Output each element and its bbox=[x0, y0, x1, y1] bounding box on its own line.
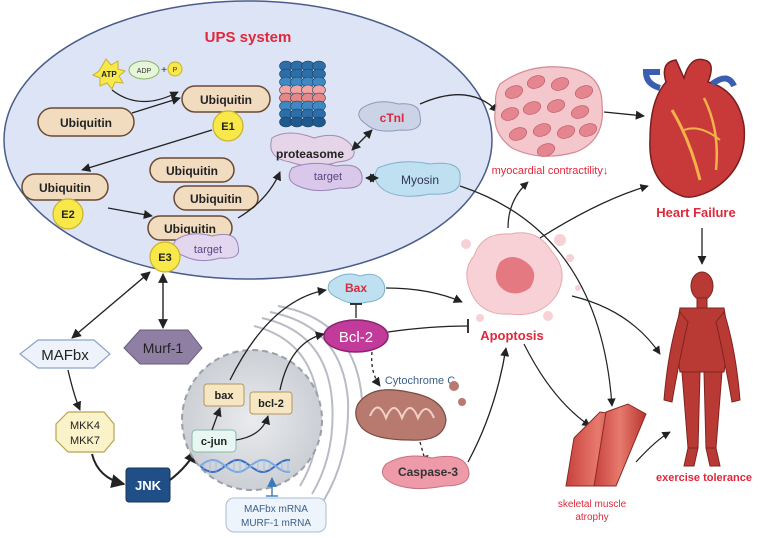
target-proteasome: target bbox=[288, 162, 363, 192]
svg-text:MKK7: MKK7 bbox=[70, 435, 100, 447]
skeletal-to-human-arrow bbox=[635, 431, 671, 463]
svg-text:Caspase-3: Caspase-3 bbox=[398, 465, 458, 479]
ctni-proteasome-arrow bbox=[351, 129, 373, 151]
apoptosis-to-skeletal-arrow bbox=[523, 343, 591, 427]
plus-sign: + bbox=[161, 65, 167, 76]
bcl2-apoptosis-inhibition bbox=[387, 319, 469, 333]
cjun-to-bcl2-arrow bbox=[235, 415, 270, 441]
myocardium-to-heart-arrow bbox=[603, 110, 645, 120]
svg-text:Ubiquitin: Ubiquitin bbox=[200, 93, 252, 107]
myocardial-tissue bbox=[494, 66, 604, 157]
myosin-to-skeletal-arrow bbox=[459, 185, 616, 407]
svg-text:E3: E3 bbox=[158, 252, 171, 264]
apoptosis-to-heart-failure-arrow bbox=[539, 184, 649, 239]
svg-text:Ubiquitin: Ubiquitin bbox=[39, 181, 91, 195]
myocardial-contractility-label: myocardial contractility↓ bbox=[492, 165, 609, 177]
apoptosis-to-human-arrow bbox=[571, 295, 661, 355]
mitochondrion bbox=[355, 381, 466, 441]
human-muscle-figure bbox=[663, 271, 741, 467]
bcl2-to-cytochrome-arrow bbox=[371, 351, 381, 387]
apoptosis-label: Apoptosis bbox=[480, 328, 544, 343]
cytochrome-c-label: Cytochrome C bbox=[385, 375, 455, 387]
bax-to-apoptosis-arrow bbox=[385, 287, 463, 303]
target-e3: target bbox=[172, 233, 240, 262]
svg-text:bax: bax bbox=[215, 390, 235, 402]
bcl2-gene-to-protein-arrow bbox=[279, 331, 325, 391]
ubiquitin-to-e1-arrow bbox=[131, 96, 181, 114]
skeletal-muscle-fibers bbox=[565, 403, 647, 487]
svg-text:target: target bbox=[314, 171, 342, 183]
myosin-protein: Myosin bbox=[374, 161, 461, 197]
svg-text:Myosin: Myosin bbox=[401, 173, 439, 187]
svg-text:proteasome: proteasome bbox=[276, 147, 344, 161]
mrna-box: MAFbx mRNA MURF-1 mRNA bbox=[225, 497, 327, 533]
svg-text:P: P bbox=[173, 67, 178, 74]
svg-text:bcl-2: bcl-2 bbox=[258, 398, 284, 410]
ctni-to-myocardium-arrow bbox=[419, 94, 499, 113]
caspase-to-apoptosis-arrow bbox=[467, 347, 510, 463]
mito-to-caspase-arrow bbox=[419, 441, 429, 465]
phosphate-label: P bbox=[167, 61, 183, 77]
caspase3-node: Caspase-3 bbox=[381, 455, 470, 490]
svg-text:E2: E2 bbox=[61, 209, 74, 221]
svg-text:c-jun: c-jun bbox=[201, 436, 228, 448]
cjun-node: c-jun bbox=[191, 429, 237, 453]
atp-arrow bbox=[111, 89, 179, 103]
svg-text:Ubiquitin: Ubiquitin bbox=[60, 116, 112, 130]
svg-text:Bcl-2: Bcl-2 bbox=[339, 329, 373, 346]
mkk-node: MKK4 MKK7 bbox=[55, 411, 115, 453]
mafbx-to-mkk-arrow bbox=[67, 369, 81, 411]
apoptosis-to-myocardium-arrow bbox=[507, 181, 529, 229]
ctni-protein: cTnI bbox=[358, 101, 422, 132]
svg-text:ATP: ATP bbox=[101, 70, 117, 79]
svg-text:MKK4: MKK4 bbox=[70, 420, 100, 432]
svg-text:MURF-1 mRNA: MURF-1 mRNA bbox=[241, 518, 311, 529]
bax-gene-node: bax bbox=[203, 383, 245, 407]
e2-to-e3-arrow bbox=[107, 207, 153, 220]
bax-gene-to-protein-arrow bbox=[229, 286, 327, 381]
svg-text:cTnI: cTnI bbox=[380, 111, 405, 125]
svg-text:Murf-1: Murf-1 bbox=[143, 340, 184, 356]
adp-label: ADP bbox=[128, 60, 160, 80]
heart-illustration bbox=[642, 58, 746, 198]
mkk-to-jnk-arrow bbox=[91, 453, 126, 488]
svg-text:MAFbx mRNA: MAFbx mRNA bbox=[244, 504, 308, 515]
ups-system-region bbox=[3, 0, 493, 280]
apoptotic-cell bbox=[461, 232, 581, 322]
svg-text:target: target bbox=[194, 244, 222, 256]
svg-text:Ubiquitin: Ubiquitin bbox=[190, 192, 242, 206]
exercise-tolerance-label: exercise tolerance bbox=[656, 472, 752, 484]
bax-bcl2-inhibition bbox=[350, 303, 362, 318]
svg-text:E1: E1 bbox=[221, 121, 234, 133]
polyubiquitin-chain: Ubiquitin Ubiquitin Ubiquitin bbox=[147, 157, 259, 241]
bcl2-gene-node: bcl-2 bbox=[249, 391, 293, 415]
svg-text:Ubiquitin: Ubiquitin bbox=[164, 222, 216, 236]
e1-to-e2-arrow bbox=[81, 129, 213, 172]
e3-ligase: E3 bbox=[149, 241, 181, 273]
atp-burst: ATP bbox=[91, 58, 127, 90]
bax-protein: Bax bbox=[327, 273, 386, 304]
mafbx-e3-arrow bbox=[71, 271, 151, 339]
ups-system-title: UPS system bbox=[205, 29, 292, 46]
murf1-node: Murf-1 bbox=[123, 329, 203, 365]
ubiquitin-free: Ubiquitin bbox=[37, 107, 135, 137]
ubiquitin-e2: Ubiquitin E2 bbox=[21, 173, 109, 230]
mafbx-node: MAFbx bbox=[19, 339, 111, 369]
dna-helix bbox=[199, 458, 291, 474]
svg-text:Bax: Bax bbox=[345, 281, 367, 295]
svg-text:Ubiquitin: Ubiquitin bbox=[166, 164, 218, 178]
cjun-to-bax-arrow bbox=[211, 407, 222, 431]
ubiquitin-e1: Ubiquitin E1 bbox=[181, 85, 271, 142]
svg-text:ADP: ADP bbox=[137, 68, 152, 75]
heart-failure-label: Heart Failure bbox=[656, 205, 735, 220]
skeletal-muscle-label-2: atrophy bbox=[575, 512, 608, 523]
bcl2-protein: Bcl-2 bbox=[323, 319, 389, 353]
svg-text:JNK: JNK bbox=[135, 478, 162, 493]
proteasome-complex: proteasome bbox=[270, 60, 355, 167]
e3-to-proteasome-arrow bbox=[237, 171, 281, 219]
jnk-node: JNK bbox=[125, 467, 171, 503]
svg-text:MAFbx: MAFbx bbox=[41, 347, 89, 364]
skeletal-muscle-label-1: skeletal muscle bbox=[558, 499, 627, 510]
